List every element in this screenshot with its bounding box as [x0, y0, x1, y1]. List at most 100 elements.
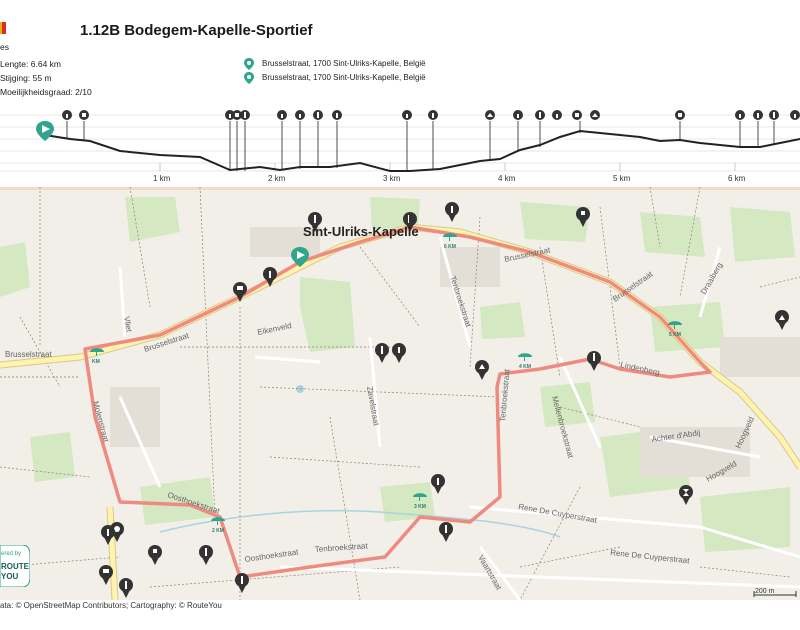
house-icon [485, 110, 495, 120]
km-marker-3: 3 KM [413, 493, 427, 510]
church-icon [535, 110, 545, 120]
tree-icon [513, 110, 523, 120]
castle-icon [233, 282, 247, 302]
tick-label: 6 km [728, 174, 746, 183]
ascent-value: 55 m [32, 73, 52, 83]
map-canvas[interactable]: KM 2 KM 3 KM 4 KM 5 KM 6 KM [0, 187, 800, 600]
km-marker-1: KM [90, 348, 104, 365]
tick-label: 5 km [613, 174, 631, 183]
bus-icon [99, 565, 113, 585]
logo-line: ROUTE [1, 562, 30, 571]
tree-icon [62, 110, 72, 120]
street-label: Tenbroekstraat [315, 541, 369, 554]
route-line [83, 225, 712, 579]
route-header: es 1.12B Bodegem-Kapelle-Sportief Lengte… [0, 0, 800, 105]
chapel-icon [148, 545, 162, 565]
tick-label: 3 km [383, 174, 401, 183]
wheat-icon [375, 343, 389, 363]
tree-icon [735, 110, 745, 120]
info-icon [392, 343, 406, 363]
street-label: Vliet [122, 316, 134, 334]
page-title: 1.12B Bodegem-Kapelle-Sportief [80, 22, 313, 39]
length-stat: Lengte: 6.64 km [0, 59, 61, 69]
km-marker-4: 4 KM [518, 353, 532, 370]
km-marker-label: 6 KM [444, 244, 456, 250]
map-poi-markers[interactable] [99, 202, 789, 598]
end-pin-icon [244, 72, 254, 84]
km-marker-label: 5 KM [669, 332, 681, 338]
difficulty-stat: Moeilijkheidsgraad: 2/10 [0, 87, 92, 97]
scale-bar [753, 591, 797, 597]
elevation-line [44, 129, 800, 172]
elevation-profile: 1 km 2 km 3 km 4 km 5 km 6 km [0, 105, 800, 187]
start-pin-icon [244, 58, 254, 70]
tree-icon [790, 110, 800, 120]
ascent-stat: Stijging: 55 m [0, 73, 52, 83]
viewpoint-icon [590, 110, 600, 120]
tick-label: 4 km [498, 174, 516, 183]
logo-badge: ered by ROUTE YOU [0, 544, 31, 588]
profile-stems [66, 121, 775, 171]
wheat-icon [769, 110, 779, 120]
tree-icon [101, 525, 115, 545]
church-icon [587, 351, 601, 371]
monument-icon [308, 212, 322, 232]
mill-icon [119, 578, 133, 598]
stray-text: es [0, 42, 9, 52]
km-marker-label: 2 KM [212, 528, 224, 534]
profile-start-marker [36, 121, 54, 141]
ascent-label: Stijging: [0, 73, 31, 83]
landmark-icon [572, 110, 582, 120]
info-icon [332, 110, 342, 120]
tree-icon [225, 110, 235, 120]
tree-icon [431, 474, 445, 494]
tick-label: 2 km [268, 174, 286, 183]
tick-label: 1 km [153, 174, 171, 183]
difficulty-value: 2/10 [75, 87, 92, 97]
wheat-icon [199, 545, 213, 565]
tree-icon [445, 202, 459, 222]
building-blocks [110, 227, 800, 477]
house-icon [475, 360, 489, 380]
tree-icon [552, 110, 562, 120]
place-label: Sint-Ulriks-Kapelle [303, 224, 419, 239]
chapel-icon [576, 207, 590, 227]
flag-marker-icon [403, 212, 417, 232]
wheat-icon [313, 110, 323, 120]
route-start-marker[interactable] [291, 247, 309, 267]
km-marker-label: 3 KM [414, 504, 426, 510]
tree-icon [263, 267, 277, 287]
attribution: ata: © OpenStreetMap Contributors; Carto… [0, 601, 222, 610]
wheat-icon [235, 573, 249, 593]
length-label: Lengte: [0, 59, 29, 69]
tree-icon [295, 110, 305, 120]
info-icon [753, 110, 763, 120]
length-value: 6.64 km [30, 59, 61, 69]
minor-roads [118, 236, 800, 600]
profile-poi-icons [62, 110, 800, 120]
landmark-icon [232, 110, 242, 120]
start-address: Brusselstraat, 1700 Sint-Ulriks-Kapelle,… [262, 59, 426, 68]
profile-tick-marks [159, 163, 736, 171]
flag-icon [0, 22, 6, 34]
km-marker-6: 6 KM [443, 233, 457, 250]
hourglass-icon [679, 485, 693, 505]
chapel-icon [675, 110, 685, 120]
scale-label: 200 m [755, 588, 775, 595]
km-marker-label: KM [92, 359, 100, 365]
street-label: Brusselstraat [5, 350, 52, 359]
logo-line: ered by [1, 551, 21, 557]
monument-icon [240, 110, 250, 120]
difficulty-label: Moeilijkheidsgraad: [0, 87, 73, 97]
wheat-icon [439, 522, 453, 542]
km-marker-label: 4 KM [519, 364, 531, 370]
logo-line: YOU [1, 572, 19, 581]
routeyou-logo[interactable]: ered by ROUTE YOU [0, 544, 31, 588]
km-marker-5: 5 KM [668, 321, 682, 338]
route-map[interactable]: KM 2 KM 3 KM 4 KM 5 KM 6 KM [0, 187, 800, 600]
tree-icon [277, 110, 287, 120]
km-marker-2: 2 KM [211, 517, 225, 534]
info-icon [428, 110, 438, 120]
tree-icon [402, 110, 412, 120]
end-address: Brusselstraat, 1700 Sint-Ulriks-Kapelle,… [262, 73, 426, 82]
